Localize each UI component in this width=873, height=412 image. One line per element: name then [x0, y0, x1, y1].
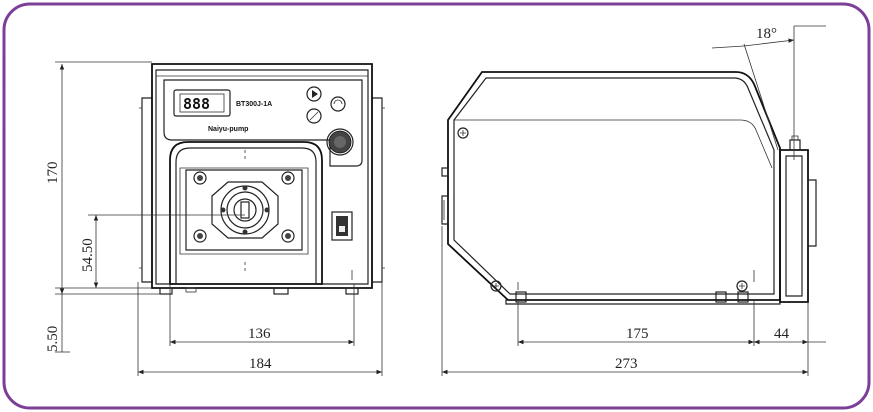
brand-label: Naiyu-pump [208, 126, 248, 133]
dim-width-inner: 136 [248, 326, 271, 342]
screw-icon [281, 171, 295, 185]
dim-foot-height: 5.50 [45, 326, 61, 352]
side-dimensions: 18° 175 44 273 [441, 25, 826, 376]
dim-length-head: 44 [774, 326, 790, 342]
speed-knob[interactable] [326, 128, 354, 156]
direction-button[interactable] [330, 96, 346, 112]
screw-icon [457, 127, 469, 139]
display-window [173, 89, 231, 117]
front-dimensions: 170 54.50 5.50 136 184 [45, 61, 383, 376]
screw-icon [490, 280, 502, 292]
model-label: BT300J-1A [236, 101, 272, 108]
rotor [211, 181, 279, 239]
display-digits: 888 [183, 95, 210, 113]
dim-height-center: 54.50 [80, 238, 96, 272]
side-pump-head [779, 135, 817, 303]
front-view: 888 BT300J-1A Naiyu-pump [139, 63, 385, 295]
power-switch[interactable] [331, 211, 353, 241]
screw-icon [736, 280, 748, 292]
feet [159, 287, 359, 295]
side-view [441, 71, 817, 305]
pump-head [169, 141, 323, 285]
speed-button[interactable] [306, 108, 322, 124]
control-panel: 888 BT300J-1A Naiyu-pump [163, 79, 363, 167]
run-button[interactable] [306, 86, 322, 102]
side-feet [515, 291, 749, 303]
screw-icon [281, 229, 295, 243]
dim-angle: 18° [756, 26, 777, 42]
dim-width-total: 184 [249, 356, 272, 372]
screw-icon [193, 229, 207, 243]
screw-icon [193, 171, 207, 185]
dim-length-main: 175 [626, 326, 649, 342]
dim-length-total: 273 [615, 356, 638, 372]
dim-height-total: 170 [45, 162, 61, 185]
